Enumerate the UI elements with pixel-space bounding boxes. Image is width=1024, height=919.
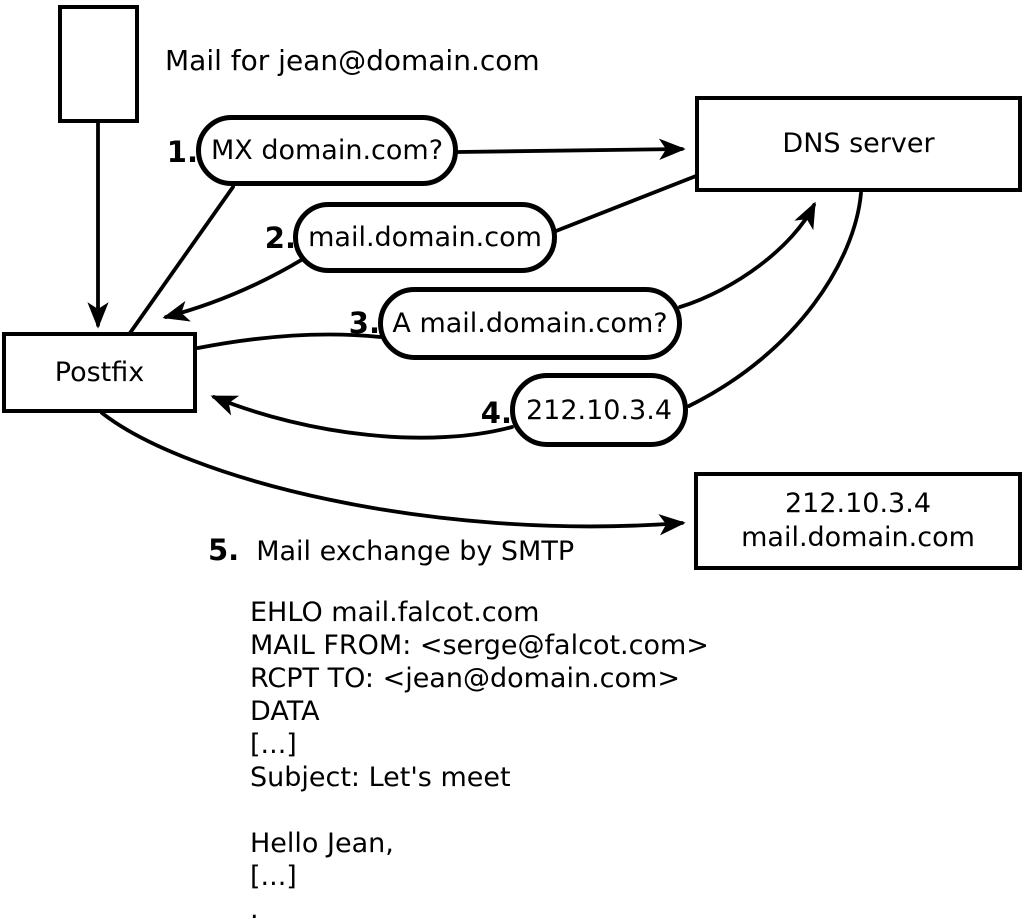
mail-server-hostname: mail.domain.com [741,522,975,553]
mx-query-pill: MX domain.com? [196,115,458,186]
mx-query-label: MX domain.com? [210,135,444,166]
mail-server-ip: 212.10.3.4 [785,488,931,519]
arrow-mx-query-to-dns [456,138,686,160]
a-answer-pill: 212.10.3.4 [510,373,688,447]
a-query-label: A mail.domain.com? [392,308,668,339]
step-5-caption: 5. Mail exchange by SMTP [208,533,574,567]
postfix-label: Postfix [54,356,145,388]
dns-server-label: DNS server [782,128,935,159]
step-5-label: Mail exchange by SMTP [256,536,575,567]
smtp-session-transcript: EHLO mail.falcot.com MAIL FROM: <serge@f… [250,597,709,919]
connector-dns-to-mx-answer [554,174,698,233]
mail-note-label: Mail for jean@domain.com [165,44,540,77]
arrow-mx-answer-to-postfix [162,257,305,322]
arrow-a-query-to-dns [678,201,816,309]
mail-message-icon [58,5,139,123]
a-answer-label: 212.10.3.4 [526,394,672,426]
mx-answer-pill: mail.domain.com [293,202,557,273]
connector-dns-to-a-answer [687,191,863,408]
connector-postfix-to-mx-query [128,185,235,335]
dns-server-node: DNS server [695,96,1022,192]
step-2-number: 2. [264,221,296,255]
step-4-number: 4. [480,396,512,430]
step-5-number: 5. [208,533,240,567]
postfix-node: Postfix [2,332,197,413]
step-1-number: 1. [166,135,198,169]
step-3-number: 3. [348,306,380,340]
mx-answer-label: mail.domain.com [308,222,542,253]
mail-server-node: 212.10.3.4 mail.domain.com [694,472,1022,570]
a-query-pill: A mail.domain.com? [378,287,682,360]
